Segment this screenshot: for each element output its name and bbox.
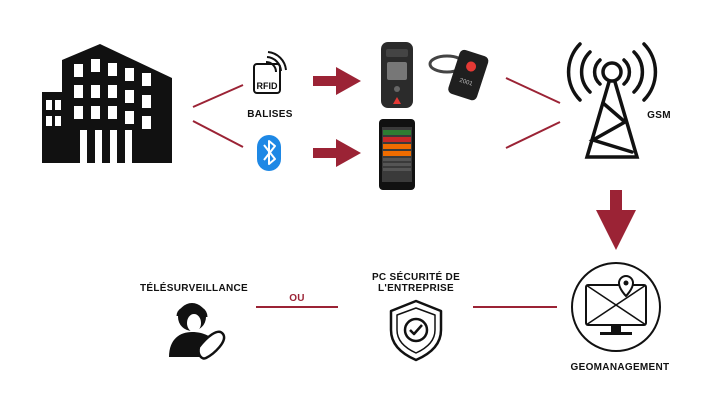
connector-devices-tower-top (505, 77, 561, 104)
ou-label: OU (289, 293, 305, 304)
balises-label: BALISES (247, 109, 293, 120)
smartphone-icon (379, 119, 415, 190)
operator-icon (169, 303, 226, 360)
pc-securite-label-line2: L'ENTREPRISE (378, 283, 454, 294)
keyfob-icon: 2001 (428, 49, 489, 101)
building-icon (42, 44, 172, 163)
bluetooth-icon (257, 135, 281, 171)
keyfob-label: 2001 (459, 78, 474, 88)
rfid-icon: RFID (253, 51, 287, 94)
arrow-right-bottom (313, 139, 361, 167)
geomanagement-label: GEOMANAGEMENT (570, 362, 670, 373)
connector-building-rfid (192, 84, 244, 108)
security-shield-icon (389, 299, 443, 362)
rfid-icon-text: RFID (257, 81, 278, 91)
telesurveillance-label: TÉLÉSURVEILLANCE (140, 283, 248, 294)
geomanagement-monitor-icon (571, 262, 661, 352)
ptk-device-icon (381, 42, 413, 108)
pc-securite-label-line1: PC SÉCURITÉ DE (371, 272, 461, 283)
arrow-right-top (313, 67, 361, 95)
gsm-tower-icon (566, 42, 658, 159)
connector-building-bluetooth (192, 120, 244, 148)
arrow-down (596, 190, 636, 250)
connector-devices-tower-bottom (505, 121, 561, 149)
gsm-label: GSM (647, 110, 671, 121)
